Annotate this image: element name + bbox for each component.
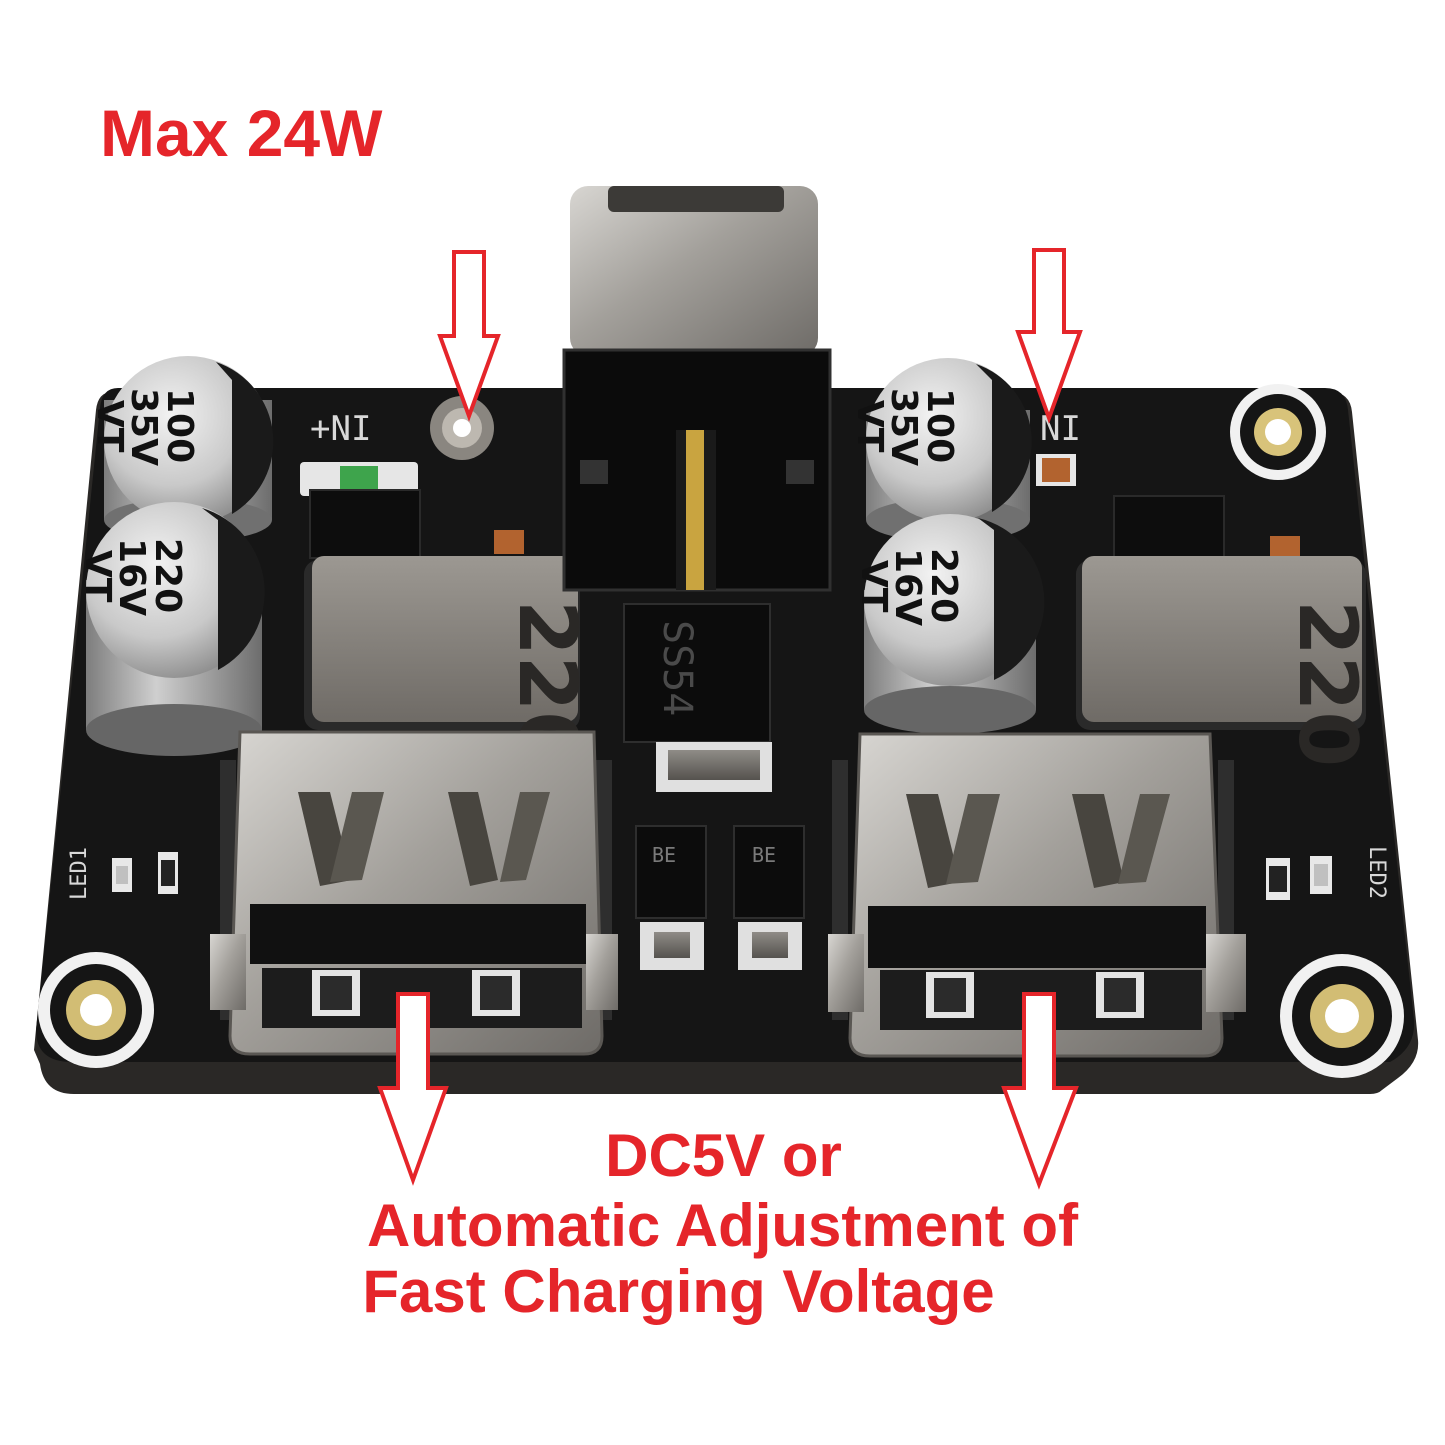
ic-chip-right (1113, 495, 1225, 565)
cap-voltage: 16V (111, 538, 152, 616)
cap-value: 220 (147, 538, 188, 613)
max-power-heading: Max 24W (100, 96, 383, 170)
cap-value: 100 (919, 388, 960, 463)
diode-code: SS54 (654, 620, 700, 716)
input-label: +NI (310, 409, 371, 449)
cap-value: 100 (159, 388, 200, 463)
capacitor-220-left: 220 16V VT (77, 502, 265, 756)
usb-c-port (562, 186, 832, 592)
led2-label: LED2 (1364, 846, 1389, 899)
cap-voltage: 35V (123, 388, 164, 466)
capacitor-220-right: 220 16V VT (853, 514, 1045, 734)
arrow-down-icon (377, 992, 449, 1186)
led1-label: LED1 (67, 847, 92, 900)
inductor-code: 220 (1281, 600, 1374, 767)
ic-chip-left (309, 489, 421, 559)
caption-line-2: Automatic Adjustment of (366, 1192, 1079, 1259)
smd-code: BE (652, 843, 676, 867)
mounting-hole-top-right (1230, 384, 1326, 480)
capacitor-100-right: 100 35V VT (849, 358, 1032, 542)
cap-value: 220 (923, 548, 964, 623)
diode-ss54: SS54 (623, 603, 772, 792)
cap-series: VT (77, 550, 118, 603)
voltage-caption: DC5V or Automatic Adjustment of Fast Cha… (0, 1120, 1445, 1328)
smd-transistor-left: BE (635, 825, 707, 970)
smd-transistor-right: BE (733, 825, 805, 970)
cap-series: VT (89, 400, 130, 453)
arrow-down-icon (1001, 992, 1079, 1190)
cap-voltage: 35V (883, 388, 924, 466)
mounting-hole-bottom-right (1280, 954, 1404, 1078)
caption-line-3: Fast Charging Voltage (362, 1258, 995, 1325)
usb-a-port-right (828, 732, 1246, 1058)
mounting-hole-bottom-left (38, 952, 154, 1068)
arrow-down-icon (437, 250, 501, 422)
cap-voltage: 16V (887, 548, 928, 626)
cap-series: VT (853, 560, 894, 613)
inductor-right: 220 (1076, 556, 1374, 767)
arrow-down-icon (1015, 248, 1083, 424)
led-indicator-2 (1266, 856, 1332, 900)
caption-line-1: DC5V or (605, 1122, 842, 1189)
led-indicator-1 (112, 852, 178, 894)
smd-code: BE (752, 843, 776, 867)
cap-series: VT (849, 400, 890, 453)
input-solder-pad (430, 396, 494, 460)
usb-a-port-left (210, 730, 618, 1056)
